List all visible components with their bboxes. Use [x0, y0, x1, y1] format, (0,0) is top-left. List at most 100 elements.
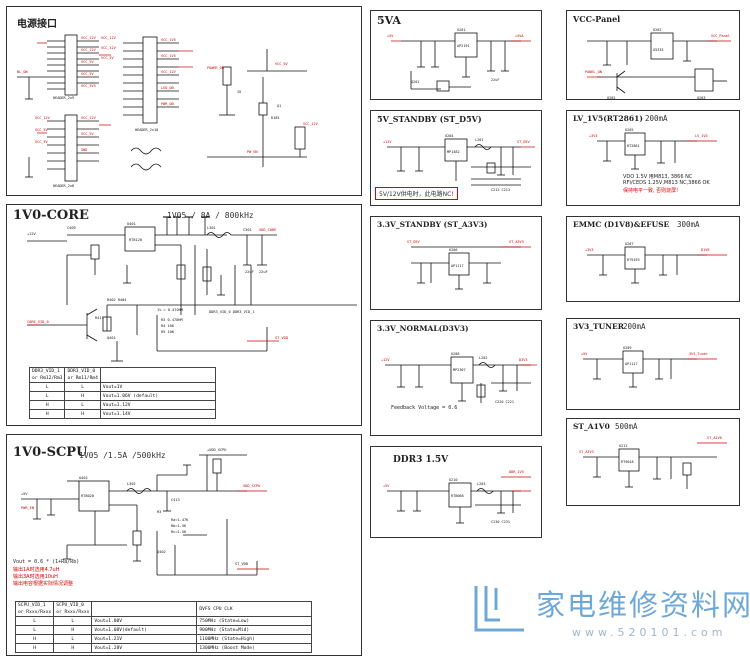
- table-header-cell: [91, 601, 198, 617]
- panel-title: 1V0-CORE: [13, 208, 89, 223]
- svg-text:RT9193: RT9193: [627, 258, 640, 262]
- svg-text:Q202: Q202: [607, 96, 615, 100]
- svg-text:L203: L203: [477, 482, 485, 486]
- panel-title: 5V_STANDBY (ST_D5V): [377, 114, 482, 124]
- table-cell: Vout=1.08V(default): [91, 625, 198, 635]
- table-cell: H: [14, 643, 55, 653]
- table-header-cell: SCPU_VID_0 or Rxxx/Rxxx: [53, 601, 93, 617]
- red-note-line-3: 输出电容根据实际情况调整: [13, 581, 74, 587]
- table-cell: L: [28, 391, 66, 401]
- svg-text:U210: U210: [449, 478, 457, 482]
- svg-text:Q401: Q401: [107, 336, 116, 340]
- svg-text:VCC_12V: VCC_12V: [101, 46, 117, 50]
- svg-text:RT8020: RT8020: [81, 494, 94, 498]
- svg-text:D1V8: D1V8: [701, 248, 709, 252]
- table-row: H L Vout=1.21V 1100MHz (State=High): [14, 634, 313, 644]
- svg-text:U208: U208: [451, 352, 459, 356]
- table-cell: Vout=1V: [99, 382, 216, 392]
- svg-text:U203: U203: [697, 96, 705, 100]
- table-row: L L Vout=1V: [28, 382, 216, 392]
- panel-title: DDR3 1.5V: [393, 455, 449, 465]
- feedback-voltage-note: Feedback Voltage = 0.6: [391, 405, 458, 411]
- panel-current: 200mA: [623, 322, 646, 331]
- svg-text:G5333: G5333: [653, 48, 664, 52]
- svg-text:RT9018: RT9018: [621, 460, 634, 464]
- svg-text:DDR3_VID_0 DDR3_VID_1: DDR3_VID_0 DDR3_VID_1: [209, 310, 254, 314]
- table-cell: H: [53, 643, 93, 653]
- svg-text:MP1482: MP1482: [447, 150, 460, 154]
- svg-text:POWER_ON: POWER_ON: [207, 66, 224, 70]
- svg-text:R4 10K: R4 10K: [161, 324, 175, 328]
- svg-text:VCC_5V: VCC_5V: [81, 72, 95, 76]
- table-cell: H: [64, 409, 101, 419]
- svg-text:Rc=1.5K: Rc=1.5K: [171, 530, 187, 534]
- svg-text:VCC_12V: VCC_12V: [101, 36, 117, 40]
- svg-text:U205: U205: [625, 128, 633, 132]
- svg-text:L301: L301: [207, 226, 216, 230]
- svg-text:+5V: +5V: [387, 34, 394, 38]
- red-note-line-1: 输出1A时选用4.7uH: [13, 567, 60, 573]
- svg-text:R105: R105: [271, 116, 279, 120]
- table-cell: H: [53, 625, 93, 635]
- panel-power-connector: 电源接口: [6, 6, 362, 196]
- panel-current: 300mA: [677, 220, 700, 229]
- svg-text:VCC_12V: VCC_12V: [303, 122, 319, 126]
- svg-text:+VDD_SCPU: +VDD_SCPU: [207, 448, 226, 452]
- svg-text:VCC_3V3: VCC_3V3: [81, 84, 96, 88]
- table-cell: 750MHz (State=Low): [196, 616, 313, 626]
- table-row: L H Vout=1.08V(default) 900MHz (State=Mi…: [14, 625, 313, 635]
- svg-text:VCC_5V: VCC_5V: [81, 132, 95, 136]
- svg-text:R411: R411: [95, 316, 104, 320]
- svg-text:L201: L201: [475, 138, 483, 142]
- svg-text:R3: R3: [157, 510, 161, 514]
- core-vid-table: DDR3_VID_1 or Rm12/Rm3 DDR3_VID_0 or Rm1…: [28, 367, 216, 419]
- svg-text:VCC_5V: VCC_5V: [275, 62, 289, 66]
- table-cell: L: [53, 634, 93, 644]
- svg-text:VDD_SCPU: VDD_SCPU: [243, 484, 260, 488]
- panel-title: ST_A1V0: [573, 422, 610, 431]
- svg-text:VCC_5V: VCC_5V: [101, 56, 115, 60]
- svg-text:Q1: Q1: [277, 104, 281, 108]
- svg-text:ST_D5V: ST_D5V: [407, 240, 421, 244]
- table-header-cell: DDR3_VID_1 or Rm12/Rm3: [28, 367, 66, 383]
- panel-current: 200mA: [645, 114, 668, 123]
- panel-title: VCC-Panel: [573, 14, 621, 24]
- svg-text:R3 0.47OHM: R3 0.47OHM: [161, 318, 183, 322]
- lv-note-line-2: RFI/CEDS 1.25V,M813 NC,3866 OK: [623, 180, 710, 186]
- svg-text:HEADER_2x9: HEADER_2x9: [53, 96, 74, 100]
- svg-text:U206: U206: [449, 248, 457, 252]
- svg-text:Ra=1.47K: Ra=1.47K: [171, 518, 189, 522]
- svg-text:U401: U401: [127, 222, 136, 226]
- svg-text:IO: IO: [237, 90, 241, 94]
- svg-text:VCC_1V5: VCC_1V5: [161, 54, 176, 58]
- svg-text:AP1117: AP1117: [451, 264, 464, 268]
- svg-text:PWR_ON: PWR_ON: [161, 102, 174, 106]
- svg-text:ST_A1V0: ST_A1V0: [707, 436, 722, 440]
- svg-text:Q201: Q201: [411, 80, 419, 84]
- svg-text:BL_ON: BL_ON: [17, 70, 28, 74]
- standby-warning-note: 5V/12V供电时，此电路NC!: [375, 187, 458, 200]
- panel-title: LV_1V5(RT2861): [573, 114, 643, 123]
- svg-text:VCC_1V5: VCC_1V5: [161, 38, 176, 42]
- table-cell: 900MHz (State=Mid): [196, 625, 313, 635]
- lv-note-line-3: 保持电平一致, 否则烧屏!: [623, 188, 679, 194]
- panel-title: 3V3_TUNER: [573, 322, 624, 331]
- connector-schematic: VCC_12V VCC_12V VCC_5V VCC_5V VCC_3V3 VCC_1…: [17, 34, 319, 188]
- table-row: SCPU_VID_1 or Rxxx/Rxxx SCPU_VID_0 or Rx…: [14, 601, 313, 617]
- table-cell: 1100MHz (State=High): [196, 634, 313, 644]
- panel-current: 500mA: [615, 422, 638, 431]
- svg-text:PANEL_ON: PANEL_ON: [585, 70, 602, 74]
- svg-text:C413: C413: [171, 498, 180, 502]
- svg-text:ST_VDD: ST_VDD: [235, 562, 248, 566]
- table-header-cell: SCPU_VID_1 or Rxxx/Rxxx: [14, 601, 55, 617]
- table-row: H H Vout=1.28V 1300MHz (Boost Mode): [14, 643, 313, 653]
- table-cell: H: [28, 409, 66, 419]
- svg-text:LED_ON: LED_ON: [161, 86, 174, 90]
